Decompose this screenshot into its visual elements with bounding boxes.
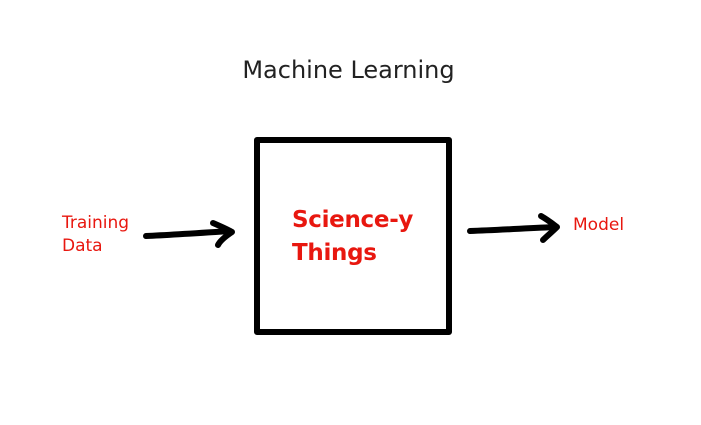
input-arrow (143, 220, 235, 248)
diagram-title: Machine Learning (0, 54, 701, 86)
diagram-title-text: Machine Learning (242, 56, 455, 84)
output-arrow-shaft (467, 224, 559, 234)
output-label: Model (573, 215, 625, 235)
output-arrow-head (538, 213, 560, 243)
output-arrow (467, 213, 560, 243)
process-label: Science-y Things (292, 207, 414, 266)
input-arrow-head (210, 220, 235, 248)
process-box (254, 137, 452, 335)
input-label: Training Data (62, 213, 130, 256)
input-arrow-shaft (143, 228, 233, 239)
